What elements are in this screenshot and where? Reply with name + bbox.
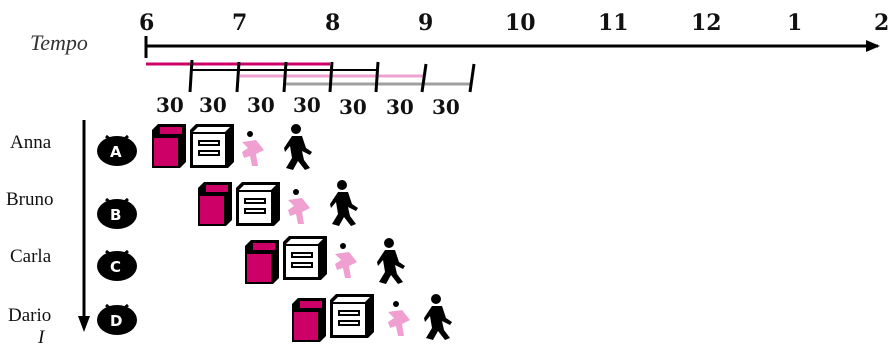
person-name-dario: Dario — [8, 305, 51, 326]
hour-label-2: 2 — [874, 10, 889, 36]
hour-label-12: 12 — [691, 10, 722, 36]
segment-tick — [468, 63, 476, 93]
laundry-bag-icon: B — [97, 197, 137, 229]
hour-label-10: 10 — [505, 10, 536, 36]
segment-timeline: 30 30 30 30 30 30 30 — [146, 59, 476, 119]
hour-label-11: 11 — [598, 10, 629, 36]
hour-label-1: 1 — [787, 10, 802, 36]
walking-person-icon — [377, 238, 405, 284]
walking-person-icon — [330, 180, 358, 226]
washer-icon — [152, 124, 186, 168]
segment-tick — [188, 59, 194, 93]
dryer-icon — [236, 182, 280, 226]
folding-person-icon — [242, 131, 264, 166]
dryer-icon — [190, 124, 234, 168]
segment-duration-label: 30 — [247, 93, 275, 117]
segment-duration-label: 30 — [432, 95, 460, 119]
walking-person-icon — [424, 294, 452, 340]
segment-tick — [374, 61, 380, 93]
folding-person-icon — [335, 243, 357, 278]
dryer-icon — [283, 236, 327, 280]
svg-text:B: B — [110, 206, 121, 224]
task-row-anna — [152, 124, 312, 170]
task-row-bruno — [198, 180, 358, 226]
segment-duration-label: 30 — [386, 95, 414, 119]
laundry-bag-icon: D — [97, 303, 137, 335]
segment-duration-label: 30 — [339, 95, 367, 119]
washer-icon — [198, 182, 232, 226]
segment-tick — [282, 61, 288, 93]
task-row-dario — [292, 294, 452, 342]
person-name-anna: Anna — [10, 132, 52, 153]
segment-duration-label: 30 — [199, 93, 227, 117]
laundry-bag-icon: C — [97, 249, 137, 281]
segment-duration-label: 30 — [293, 93, 321, 117]
laundry-bag-icon: A — [97, 134, 137, 166]
hour-label-9: 9 — [418, 10, 433, 36]
dryer-icon — [330, 294, 374, 338]
footnote-mark: I — [37, 327, 46, 346]
hour-label-6: 6 — [139, 10, 154, 36]
axis-label: Tempo — [30, 30, 88, 55]
folding-person-icon — [288, 189, 310, 224]
svg-text:C: C — [110, 258, 121, 276]
person-name-carla: Carla — [10, 246, 52, 267]
task-order-arrowhead — [78, 316, 90, 332]
segment-tick — [235, 61, 241, 93]
hour-labels: 6 7 8 9 10 11 12 1 2 — [139, 10, 889, 36]
svg-text:A: A — [110, 143, 122, 161]
segment-tick — [328, 61, 334, 93]
segment-tick — [420, 63, 428, 93]
svg-text:D: D — [110, 312, 122, 330]
folding-person-icon — [388, 301, 410, 336]
washer-icon — [292, 298, 326, 342]
hour-label-7: 7 — [232, 10, 247, 36]
person-name-bruno: Bruno — [6, 189, 54, 210]
washer-icon — [245, 240, 279, 284]
hour-label-8: 8 — [325, 10, 340, 36]
segment-duration-label: 30 — [156, 93, 184, 117]
task-row-carla — [245, 236, 405, 284]
walking-person-icon — [284, 124, 312, 170]
